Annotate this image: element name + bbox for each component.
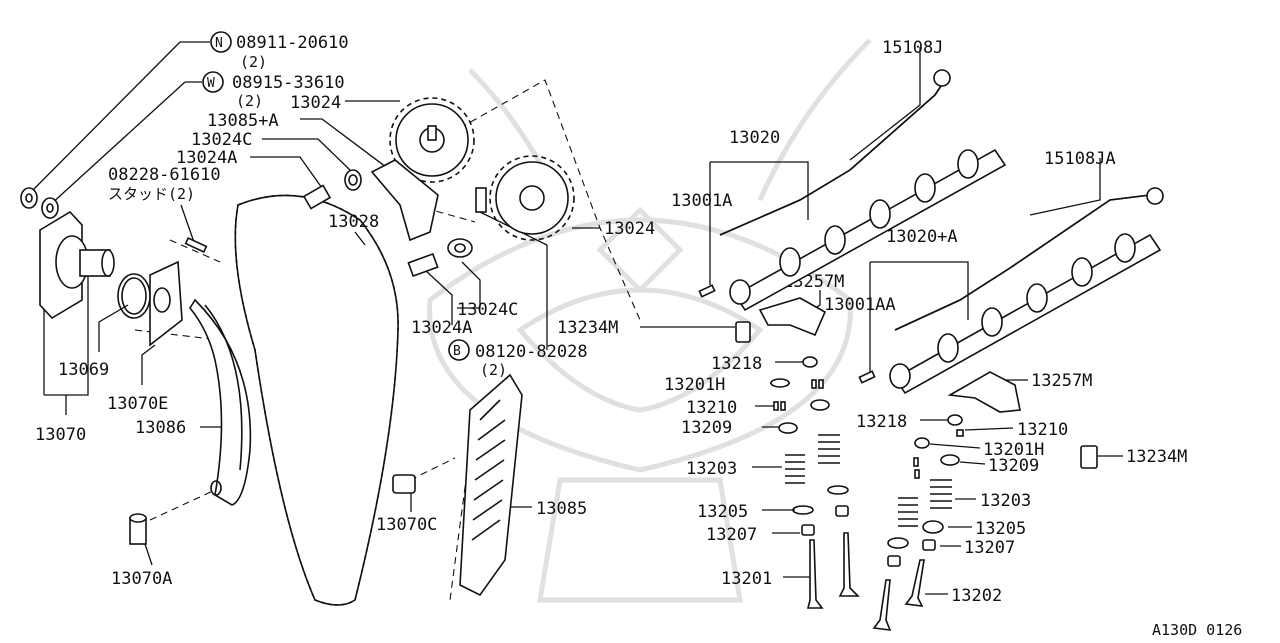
label-13203-right: 13203 xyxy=(980,491,1031,511)
arm-bolt-13070c xyxy=(392,474,416,494)
valve-parts-left xyxy=(770,356,860,609)
label-13085: 13085 xyxy=(536,499,587,519)
fastener-callout-n: N 08911-20610 (2) xyxy=(210,31,349,71)
label-13202: 13202 xyxy=(951,586,1002,606)
part-number: 08911-20610 xyxy=(236,33,349,53)
part-qty: (2) xyxy=(236,92,263,110)
label-13020a: 13020+A xyxy=(886,227,958,247)
label-13001a: 13001A xyxy=(671,191,732,211)
label-13205-left: 13205 xyxy=(697,502,748,522)
label-13001aa: 13001AA xyxy=(824,295,896,315)
fastener-symbol: W xyxy=(207,76,215,91)
lash-adjuster-left xyxy=(735,321,751,343)
part-note: スタッド(2) xyxy=(108,185,195,203)
part-number: 08915-33610 xyxy=(232,73,345,93)
label-13218-left: 13218 xyxy=(711,354,762,374)
label-13201: 13201 xyxy=(721,569,772,589)
label-13024-right: 13024 xyxy=(604,219,655,239)
part-qty: (2) xyxy=(240,53,267,71)
label-13020: 13020 xyxy=(729,128,780,148)
label-13070c: 13070C xyxy=(376,515,437,535)
stud-callout: 08228-61610 スタッド(2) xyxy=(108,165,221,203)
label-13024a-top: 13024A xyxy=(176,148,237,168)
label-13210-right: 13210 xyxy=(1017,420,1068,440)
label-13070a: 13070A xyxy=(111,569,172,589)
bolts-13024a xyxy=(302,184,487,278)
oil-pipe-15108j xyxy=(719,69,951,236)
upper-chain-guide xyxy=(370,159,439,242)
part-labels: 13024 13085+A 13024C 13024A 13028 13024 … xyxy=(35,38,1187,606)
part-qty: (2) xyxy=(480,361,507,379)
label-13070e: 13070E xyxy=(107,394,168,414)
label-13218-right: 13218 xyxy=(856,412,907,432)
oil-pipe-15108ja xyxy=(894,187,1164,331)
stud-bolt xyxy=(184,236,208,254)
label-13069: 13069 xyxy=(58,360,109,380)
tensioner-gasket xyxy=(149,260,183,347)
label-13210-left: 13210 xyxy=(686,398,737,418)
label-13257m-right: 13257M xyxy=(1031,371,1092,391)
chain-guide xyxy=(189,298,252,506)
dowel-pins xyxy=(698,284,876,384)
label-13203-left: 13203 xyxy=(686,459,737,479)
fastener-symbol: N xyxy=(215,36,223,51)
label-13234m-right: 13234M xyxy=(1126,447,1187,467)
label-13209-right: 13209 xyxy=(988,456,1039,476)
tensioner-arm xyxy=(459,373,523,597)
label-13209-left: 13209 xyxy=(681,418,732,438)
label-13207-left: 13207 xyxy=(706,525,757,545)
label-13024a-bottom: 13024A xyxy=(411,318,472,338)
part-number: 08228-61610 xyxy=(108,165,221,185)
label-13024c-top: 13024C xyxy=(191,130,252,150)
o-ring xyxy=(117,273,151,319)
washers-13024c xyxy=(344,169,473,258)
drawing-code: A130D 0126 xyxy=(1152,621,1242,639)
chain-tensioner xyxy=(39,210,115,320)
label-13086: 13086 xyxy=(135,418,186,438)
label-13234m-left: 13234M xyxy=(557,318,618,338)
fastener-callout-b: B 08120-82028 (2) xyxy=(448,339,588,379)
camshaft-sprocket-top xyxy=(389,97,475,183)
label-13085a: 13085+A xyxy=(207,111,279,131)
label-13205-right: 13205 xyxy=(975,519,1026,539)
fastener-callout-w: W 08915-33610 (2) xyxy=(202,71,345,110)
timing-chain xyxy=(234,194,399,606)
camshaft-13020 xyxy=(729,148,1007,312)
part-number: 08120-82028 xyxy=(475,342,588,362)
rocker-arm-left xyxy=(758,297,827,337)
label-13201h-left: 13201H xyxy=(664,375,725,395)
camshaft-13020a xyxy=(889,233,1162,395)
valve-parts-right xyxy=(872,414,964,631)
washer-pair xyxy=(20,187,59,219)
label-13070: 13070 xyxy=(35,425,86,445)
label-13024-top: 13024 xyxy=(290,93,341,113)
watermark-logo xyxy=(427,38,872,603)
label-15108ja: 15108JA xyxy=(1044,149,1116,169)
lash-adjuster-right xyxy=(1080,445,1098,469)
camshaft-sprocket-right xyxy=(489,155,575,241)
guide-bolt-13070a xyxy=(129,513,147,545)
label-13028: 13028 xyxy=(328,212,379,232)
rocker-arm-right xyxy=(947,371,1021,413)
label-13201h-right: 13201H xyxy=(983,440,1044,460)
label-15108j: 15108J xyxy=(882,38,943,58)
label-13207-right: 13207 xyxy=(964,538,1015,558)
label-13024c-bottom: 13024C xyxy=(457,300,518,320)
fastener-symbol: B xyxy=(453,344,461,359)
